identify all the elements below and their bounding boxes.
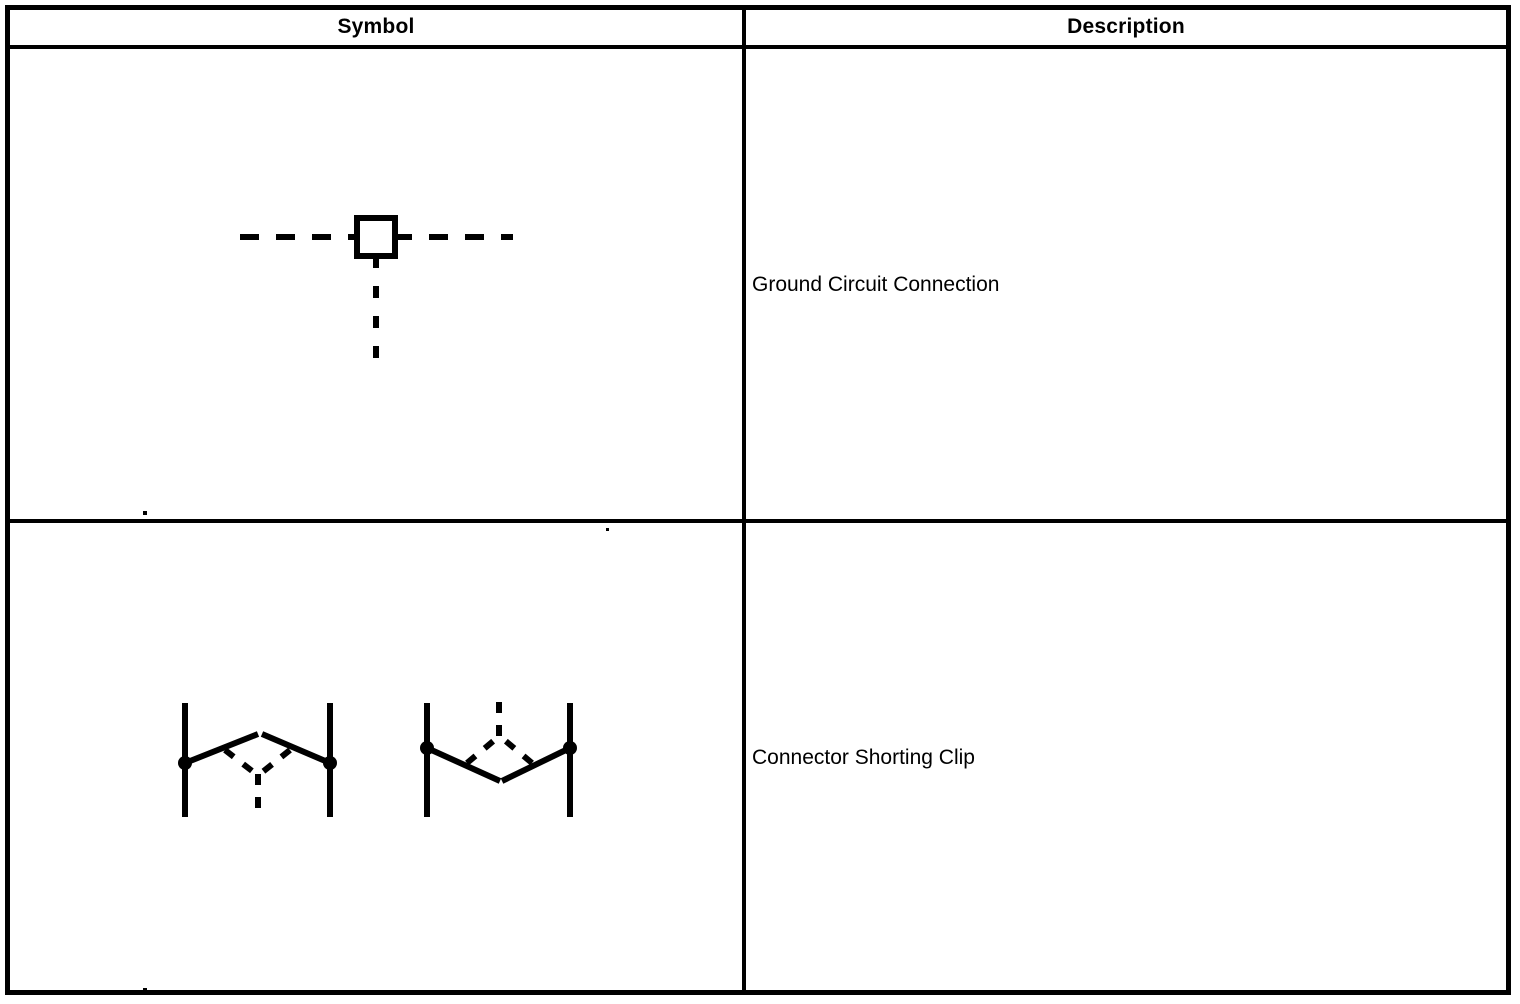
clip-a-left-contact-arm xyxy=(183,731,260,766)
scan-artifact-speck xyxy=(606,528,609,531)
description-connector-shorting-clip: Connector Shorting Clip xyxy=(752,746,975,769)
connector-shorting-clip-symbol xyxy=(150,670,610,855)
clip-b-dashed-arm-right xyxy=(500,735,534,766)
clip-b-right-contact-arm xyxy=(500,745,572,784)
ground-square-terminal xyxy=(354,215,398,259)
clip-a-left-contact-dot xyxy=(178,756,192,770)
clip-a-dashed-arm-left xyxy=(223,747,258,777)
clip-a-right-contact-arm xyxy=(260,731,332,766)
table-border-top xyxy=(5,5,1511,10)
ground-circuit-connection-symbol xyxy=(200,180,540,385)
clip-b-left-contact-arm xyxy=(425,745,502,784)
clip-b-right-contact-dot xyxy=(563,741,577,755)
clip-b-dashed-arm-left xyxy=(465,735,499,766)
table-column-divider xyxy=(742,5,746,995)
scan-artifact-speck xyxy=(143,511,147,515)
clip-a-dashed-arm-right xyxy=(258,747,292,777)
clip-a-right-contact-dot xyxy=(323,756,337,770)
column-header-symbol: Symbol xyxy=(337,15,415,38)
description-ground-circuit-connection: Ground Circuit Connection xyxy=(752,273,1000,296)
shorting-clip-variant-b xyxy=(420,692,577,817)
table-header-rule xyxy=(5,45,1511,49)
table-row-divider xyxy=(5,519,1511,523)
table-border-left xyxy=(5,5,10,995)
table-border-right xyxy=(1506,5,1511,995)
shorting-clip-variant-a xyxy=(178,703,337,818)
table-border-bottom xyxy=(5,990,1511,995)
column-header-description: Description xyxy=(1067,15,1185,38)
clip-b-left-contact-dot xyxy=(420,741,434,755)
scan-artifact-speck xyxy=(143,988,147,992)
